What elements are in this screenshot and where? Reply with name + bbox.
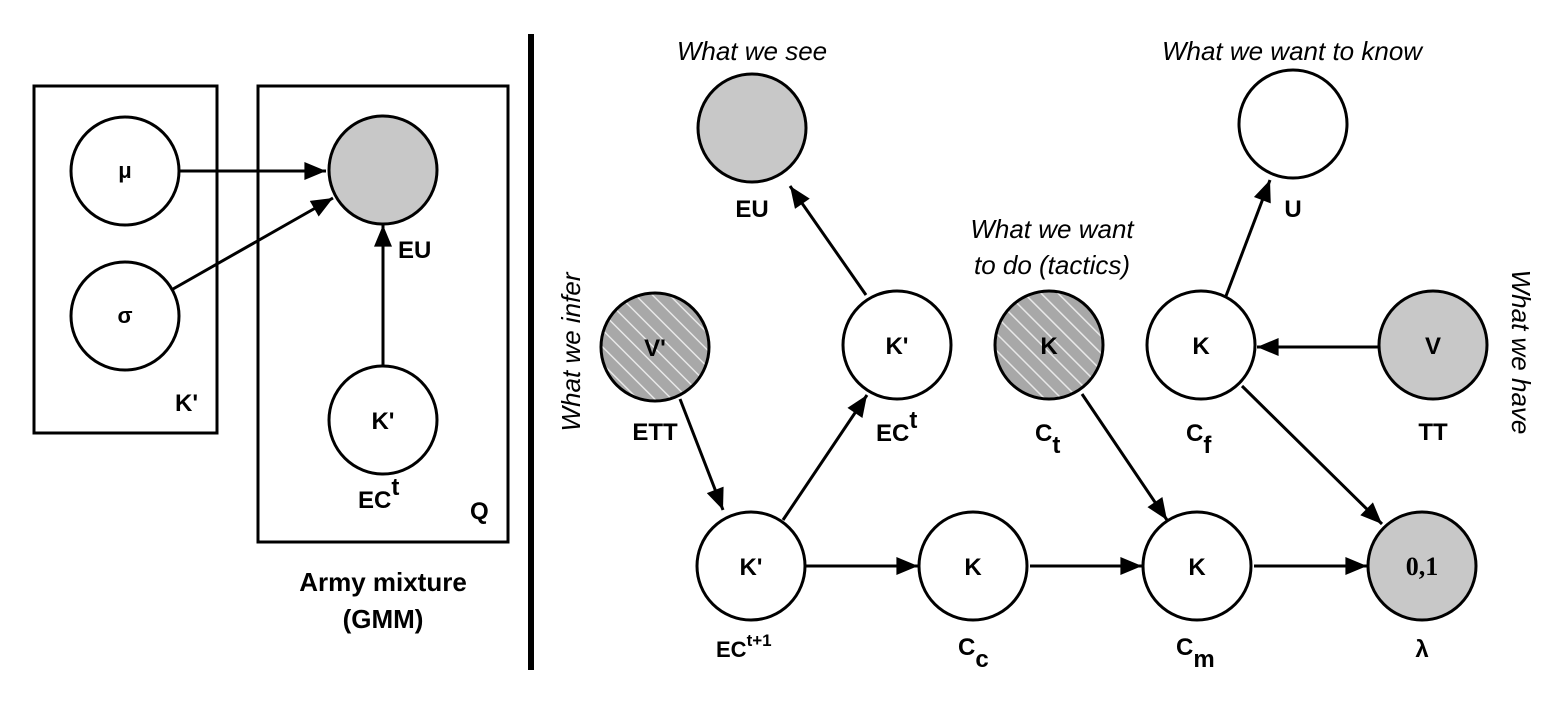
label-c-c: Cc <box>958 634 989 673</box>
edge-sigma-to-eu <box>172 196 334 291</box>
label-lambda: λ <box>1415 636 1428 663</box>
label-tt: TT <box>1418 419 1448 446</box>
edge-kf-to-u <box>1224 179 1272 297</box>
label-ec-t-right: ECt <box>876 407 917 447</box>
node-k-c <box>917 510 1029 622</box>
node-k-prime-top-label: K' <box>885 333 908 360</box>
edge-kprime-top-to-eu <box>788 185 868 296</box>
plate-k-prime <box>32 84 219 435</box>
node-v <box>1377 289 1489 401</box>
node-mu-label: μ <box>118 158 131 183</box>
node-k-prime-label: K' <box>371 408 394 435</box>
node-sigma-label: σ <box>117 303 132 328</box>
label-ec-t: ECt <box>358 474 399 514</box>
annotation-what-we-want-to-know: What we want to know <box>1162 36 1424 66</box>
plate-k-prime-label: K' <box>175 390 198 417</box>
edge-ct-to-km <box>1080 393 1169 521</box>
node-v-label: V <box>1425 333 1441 360</box>
label-eu: EU <box>398 237 431 264</box>
node-sigma <box>69 260 181 372</box>
annotation-what-we-see: What we see <box>677 36 827 66</box>
label-eu-right: EU <box>735 196 768 223</box>
node-k-m <box>1141 510 1253 622</box>
node-k-f <box>1145 289 1257 401</box>
edge-kprime-bottom-to-kprime-top <box>781 394 869 521</box>
annotation-what-we-infer: What we infer <box>556 271 586 431</box>
left-panel: μ σ EU K' ECt K' Q Army mixture (GMM) <box>32 84 510 634</box>
node-lambda-label: 0,1 <box>1406 552 1439 581</box>
edge-kf-to-lambda <box>1240 384 1384 526</box>
node-k-f-label: K <box>1192 333 1210 360</box>
node-k-prime-top <box>841 289 953 401</box>
edge-ett-to-kprime-bottom <box>678 398 725 511</box>
label-u: U <box>1284 196 1301 223</box>
node-k-tactics <box>993 289 1105 401</box>
annotation-what-we-have: What we have <box>1506 270 1536 435</box>
node-eu-observed-right <box>696 72 808 184</box>
label-c-m: Cm <box>1176 634 1215 673</box>
node-eu-observed <box>327 114 439 226</box>
caption-line-2: (GMM) <box>343 604 424 634</box>
node-v-prime <box>599 291 711 403</box>
label-c-f: Cf <box>1186 420 1212 459</box>
node-lambda <box>1366 510 1478 622</box>
label-ett: ETT <box>632 419 678 446</box>
plate-q <box>256 84 510 544</box>
annotation-tactics-line-2: to do (tactics) <box>974 250 1130 280</box>
node-k-m-label: K <box>1188 554 1206 581</box>
label-c-t: Ct <box>1035 420 1060 459</box>
node-k-prime-bottom <box>695 510 807 622</box>
annotation-tactics-line-1: What we want <box>970 214 1135 244</box>
label-ec-t-plus-1: ECt+1 <box>716 631 772 662</box>
plate-q-label: Q <box>470 498 489 525</box>
node-k-prime-bottom-label: K' <box>739 554 762 581</box>
right-panel: What we see What we want to know What we… <box>556 36 1536 673</box>
node-k-tactics-label: K <box>1040 333 1058 360</box>
node-k-c-label: K <box>964 554 982 581</box>
node-k-prime <box>327 364 439 476</box>
node-u <box>1237 68 1349 180</box>
node-mu <box>69 115 181 227</box>
caption-line-1: Army mixture <box>299 567 467 597</box>
node-v-prime-label: V' <box>644 335 666 362</box>
